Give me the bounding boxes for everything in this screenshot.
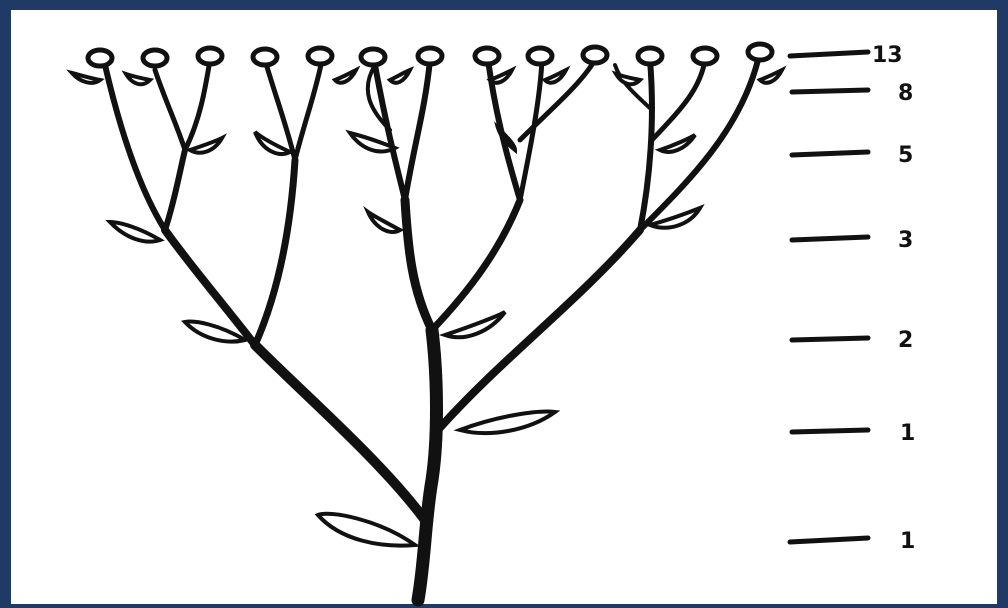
leaf	[616, 74, 640, 84]
branch-center-right-c	[520, 60, 595, 140]
branch-left-a2y	[185, 60, 210, 150]
branch-left-b	[255, 160, 295, 345]
flower-head	[748, 44, 772, 60]
leaf	[126, 74, 150, 84]
leaf	[390, 70, 410, 83]
flower-head	[528, 48, 552, 64]
flower-head	[88, 50, 112, 66]
branch-left-a2	[165, 150, 185, 230]
flower-head	[308, 48, 332, 64]
level-label-1b: 1	[900, 529, 915, 554]
branch-center-a	[375, 65, 405, 200]
level-labels: 13 8 5 3 2 1 1	[872, 43, 915, 554]
level-line-13	[790, 52, 868, 56]
branch-center-right	[432, 200, 520, 330]
leaf	[335, 70, 356, 83]
trunk-upper	[405, 200, 432, 330]
level-label-8: 8	[898, 81, 913, 106]
flower-head	[143, 50, 167, 66]
leaf	[760, 70, 782, 83]
flower-head	[253, 49, 277, 65]
level-line-5	[792, 152, 868, 155]
flower-head	[361, 49, 385, 65]
level-line-1a	[792, 430, 868, 432]
level-line-3	[792, 237, 868, 240]
leaf	[110, 222, 160, 242]
branch-left-b2	[295, 60, 322, 160]
leaf	[318, 514, 415, 546]
level-label-3: 3	[898, 228, 913, 253]
leaf	[72, 73, 100, 83]
flower-head	[198, 48, 222, 64]
level-label-5: 5	[898, 143, 913, 168]
leaf	[368, 212, 400, 232]
leaf	[255, 132, 290, 154]
branch-left-a1	[105, 65, 165, 230]
level-label-2: 2	[898, 328, 913, 353]
leaf	[445, 312, 505, 337]
trunk	[418, 330, 437, 600]
leaf	[545, 70, 566, 83]
level-markers	[790, 52, 868, 542]
flower-head	[638, 48, 662, 64]
flower-heads	[88, 44, 772, 66]
flower-head	[475, 48, 499, 64]
level-line-1b	[790, 538, 868, 542]
level-label-13: 13	[872, 43, 903, 68]
level-line-8	[792, 90, 868, 92]
level-label-1a: 1	[900, 421, 915, 446]
branch-right-a	[640, 60, 652, 230]
branch-center-b	[405, 60, 430, 200]
branch-right-d	[615, 65, 652, 110]
leaf	[660, 135, 695, 152]
flower-head	[583, 47, 607, 63]
branch-left-main	[255, 345, 425, 520]
flower-head	[693, 48, 717, 64]
flower-head	[418, 48, 442, 64]
branch-left-a2x	[155, 70, 185, 150]
branch-right-c	[652, 60, 705, 140]
leaf	[460, 412, 555, 434]
level-line-2	[792, 338, 868, 340]
leaf	[190, 138, 222, 153]
